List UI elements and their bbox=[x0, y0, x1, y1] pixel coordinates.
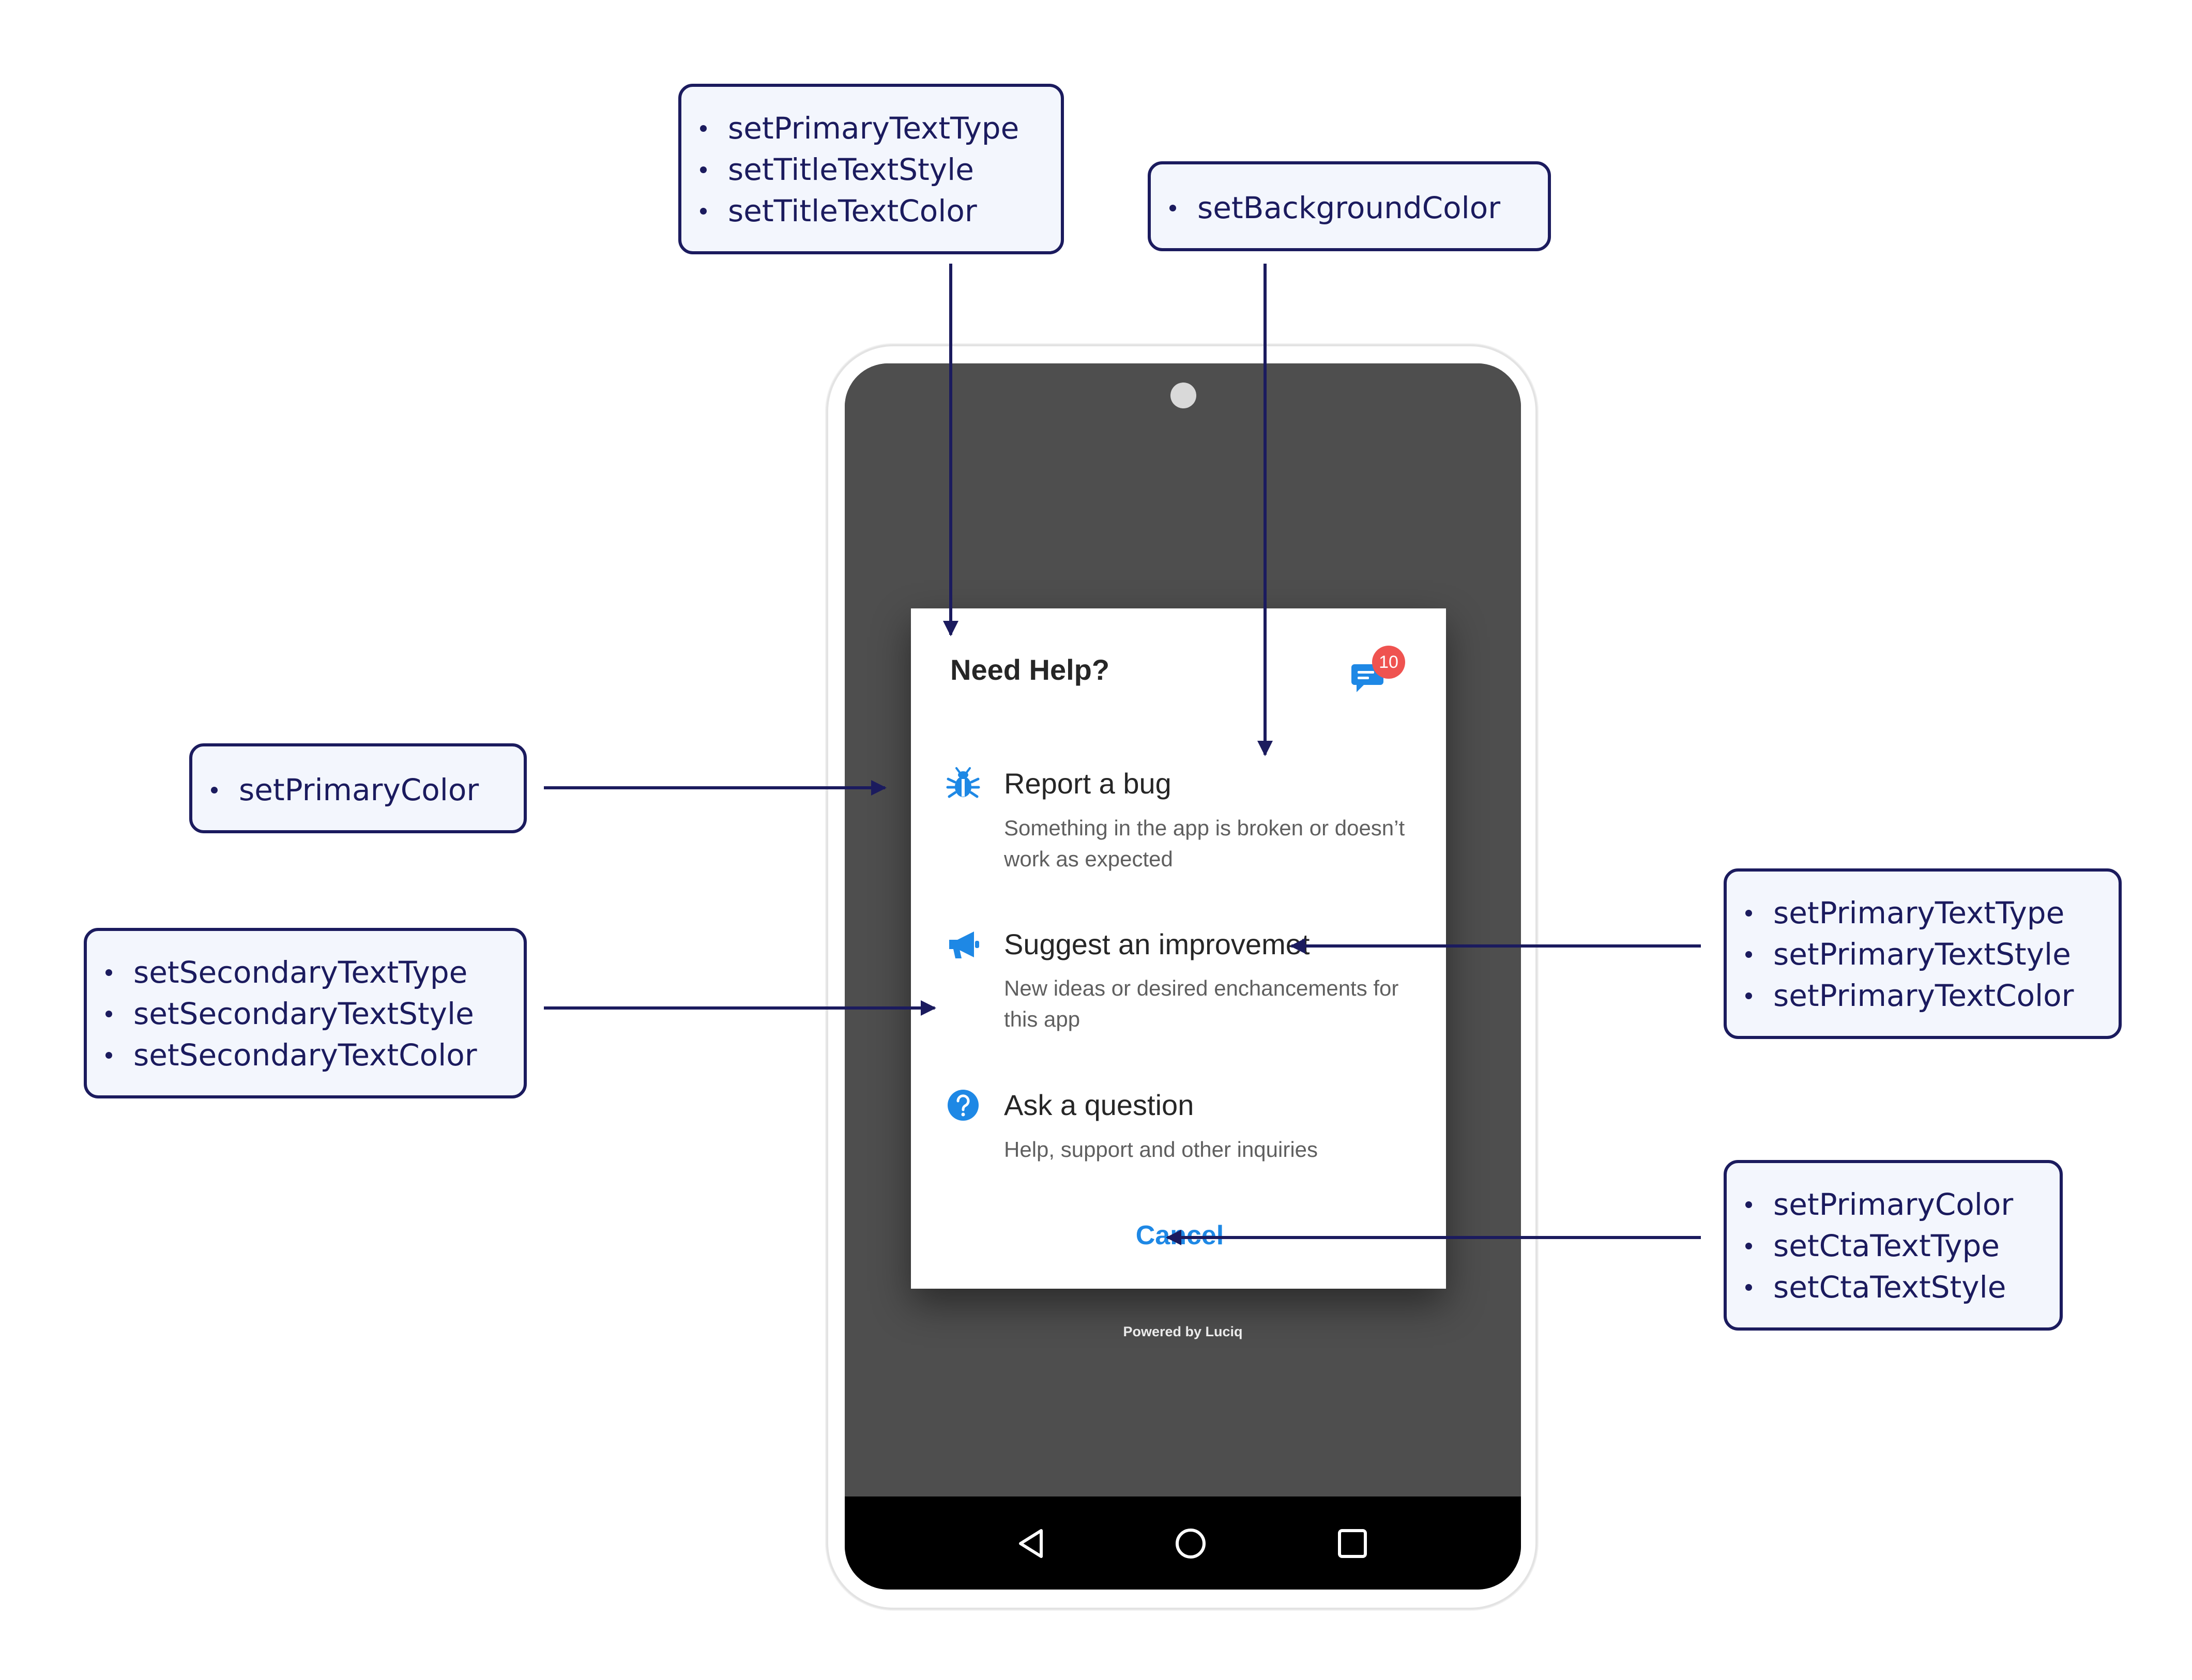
recents-icon[interactable] bbox=[1334, 1525, 1371, 1562]
powered-by-label: Powered by Luciq bbox=[1123, 1324, 1243, 1339]
callout-background: setBackgroundColor bbox=[1148, 161, 1551, 251]
callout-item: setTitleTextStyle bbox=[681, 149, 1061, 190]
callout-primary-color: setPrimaryColor bbox=[189, 743, 527, 833]
callout-item: setSecondaryTextColor bbox=[87, 1034, 524, 1076]
home-icon[interactable] bbox=[1173, 1525, 1209, 1562]
need-help-dialog: Need Help? 10 Report a bug Something in … bbox=[911, 608, 1446, 1289]
callout-secondary-text: setSecondaryTextType setSecondaryTextSty… bbox=[84, 928, 527, 1098]
back-icon[interactable] bbox=[1013, 1525, 1049, 1562]
callout-item: setPrimaryColor bbox=[1727, 1184, 2060, 1225]
notification-badge: 10 bbox=[1372, 646, 1405, 679]
option-description-report-bug: Something in the app is broken or doesn’… bbox=[1004, 816, 1405, 871]
callout-item: setSecondaryTextType bbox=[87, 952, 524, 993]
camera-icon bbox=[1170, 383, 1196, 408]
callout-item: setPrimaryColor bbox=[192, 769, 524, 811]
callout-item: setTitleTextColor bbox=[681, 190, 1061, 232]
question-icon bbox=[948, 1090, 979, 1121]
callout-title-styling: setPrimaryTextType setTitleTextStyle set… bbox=[678, 84, 1064, 254]
callout-item: setPrimaryTextType bbox=[1727, 892, 2119, 934]
megaphone-icon bbox=[949, 931, 979, 958]
option-title-report-bug[interactable]: Report a bug bbox=[1004, 767, 1171, 800]
option-title-suggest-improvement[interactable]: Suggest an improvemet bbox=[1004, 928, 1310, 960]
callout-item: setPrimaryTextStyle bbox=[1727, 934, 2119, 975]
option-description-suggest-improvement: New ideas or desired enchancements for t… bbox=[1004, 976, 1399, 1031]
callout-primary-text: setPrimaryTextType setPrimaryTextStyle s… bbox=[1724, 868, 2122, 1039]
bug-icon bbox=[946, 767, 980, 798]
callout-item: setCtaTextStyle bbox=[1727, 1266, 2060, 1308]
cancel-button[interactable]: Cancel bbox=[1135, 1220, 1224, 1250]
option-description-ask-question: Help, support and other inquiries bbox=[1004, 1137, 1318, 1162]
android-navbar bbox=[845, 1496, 1521, 1590]
callout-item: setBackgroundColor bbox=[1151, 187, 1548, 228]
callout-item: setSecondaryTextStyle bbox=[87, 993, 524, 1034]
callout-item: setPrimaryTextType bbox=[681, 108, 1061, 149]
dialog-title: Need Help? bbox=[950, 653, 1110, 686]
option-title-ask-question[interactable]: Ask a question bbox=[1004, 1089, 1194, 1121]
callout-cta: setPrimaryColor setCtaTextType setCtaTex… bbox=[1724, 1160, 2063, 1331]
callout-item: setCtaTextType bbox=[1727, 1225, 2060, 1266]
callout-item: setPrimaryTextColor bbox=[1727, 975, 2119, 1016]
